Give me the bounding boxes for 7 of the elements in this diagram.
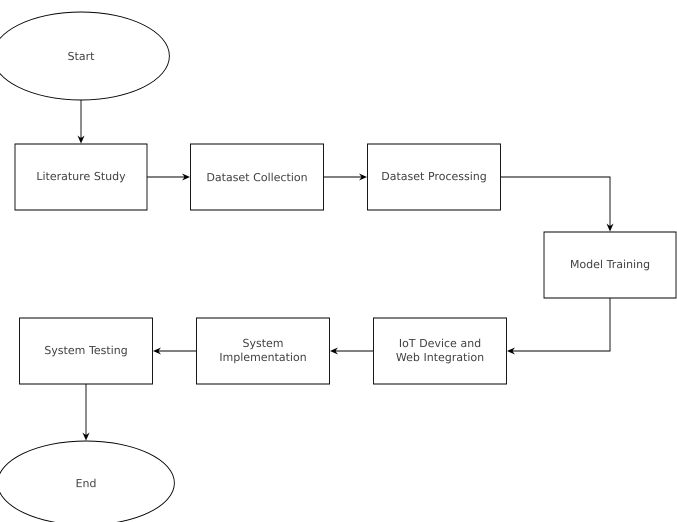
process-box: Model Training: [544, 232, 676, 298]
process-box: System Implementation: [196, 318, 330, 384]
process-box: Literature Study: [14, 144, 148, 210]
process-box: Dataset Collection: [190, 144, 324, 210]
process-box: IoT Device and Web Integration: [373, 318, 507, 384]
process-box: Dataset Processing: [367, 144, 501, 210]
process-box: System Testing: [19, 318, 153, 384]
